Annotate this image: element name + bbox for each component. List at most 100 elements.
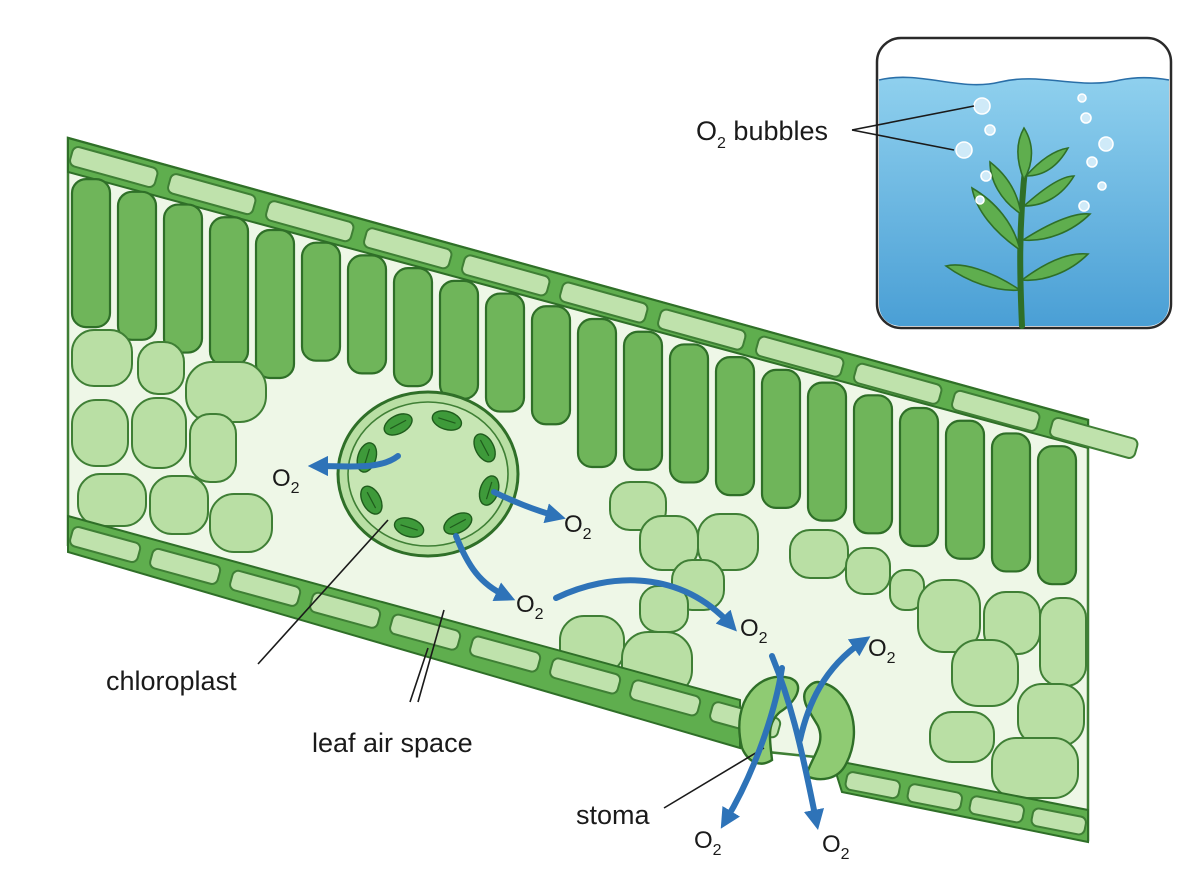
epidermis-cell	[657, 308, 747, 351]
spongy-cell	[917, 579, 981, 653]
palisade-cell	[392, 267, 434, 388]
oxygen-diffusion-arrow	[453, 533, 516, 601]
epidermis-cell	[363, 227, 453, 270]
oxygen-bubble-icon	[1086, 156, 1098, 168]
epidermis-cell	[968, 795, 1025, 824]
oxygen-diffusion-arrow	[491, 489, 566, 524]
epidermis-cell	[951, 389, 1041, 432]
spongy-cell	[697, 513, 759, 571]
oxygen-bubble-icon	[1077, 93, 1087, 103]
leaf-air-space-label: leaf air space	[312, 728, 473, 758]
palisade-cell	[806, 381, 848, 522]
epidermis-cell	[1030, 807, 1087, 836]
air-space-leader-left	[409, 647, 429, 703]
spongy-cell	[951, 639, 1019, 707]
o2-label: O2	[694, 827, 722, 859]
aquatic-plant-icon	[944, 126, 1092, 329]
guard-cell-right	[803, 680, 856, 781]
oxygen-bubble-icon	[1098, 136, 1114, 152]
palisade-cell	[576, 317, 618, 469]
chloroplast	[360, 485, 383, 515]
spongy-cell	[991, 737, 1079, 799]
chloroplast	[383, 413, 413, 436]
palisade-cell	[346, 254, 388, 375]
palisade-cell	[1036, 445, 1078, 586]
spongy-cell	[209, 493, 273, 553]
palisade-cell	[944, 419, 986, 560]
epidermis-cell	[755, 335, 845, 378]
labels: O2 bubbles O2 O2 O2 O2 O2 O2 O2 chloropl…	[106, 116, 896, 863]
palisade-cell	[300, 241, 342, 362]
oxygen-arrows	[307, 453, 871, 831]
palisade-cell	[208, 216, 250, 367]
o2-label: O2	[740, 615, 768, 647]
oxygen-diffusion-arrow	[797, 636, 871, 743]
spongy-cell	[77, 473, 147, 527]
chloroplast	[478, 475, 500, 506]
oxygen-diffusion-arrow	[307, 453, 401, 477]
epidermis-cell	[69, 526, 142, 564]
oxygen-diffusion-arrow	[720, 665, 785, 829]
oxygen-bubble-icon	[1078, 200, 1090, 212]
spongy-cell	[137, 341, 185, 395]
palisade-cell	[990, 432, 1032, 573]
spongy-cell	[929, 711, 995, 763]
epidermis-cell	[167, 173, 257, 216]
o2-label: O2	[516, 591, 544, 623]
chloroplast	[443, 512, 473, 535]
palisade-cell	[622, 330, 664, 471]
spongy-cell	[845, 547, 891, 595]
epidermis-cell	[906, 783, 963, 812]
chloroplast-label: chloroplast	[106, 666, 237, 696]
bubbles-leader-bottom	[851, 129, 955, 151]
epidermis-cell	[461, 254, 551, 297]
epidermis-cell	[844, 771, 901, 800]
upper-epidermis-cells	[69, 146, 1139, 459]
spongy-cell	[189, 413, 237, 483]
palisade-cell	[530, 305, 572, 426]
epidermis-cell	[149, 547, 222, 585]
epidermis-cell	[549, 657, 622, 695]
stoma-label: stoma	[576, 800, 651, 830]
spongy-cell	[789, 529, 849, 579]
palisade-cell	[898, 406, 940, 548]
o2-label: O2	[822, 831, 850, 863]
oxygen-diffusion-arrow	[553, 577, 737, 632]
spongy-cell	[71, 329, 133, 387]
chloroplasts	[356, 410, 500, 538]
bubbles-leader-top	[851, 105, 975, 131]
air-space-leader-right	[417, 609, 445, 703]
spongy-cell	[639, 585, 689, 633]
oxygen-diffusion-arrow	[769, 653, 825, 831]
chloroplast	[473, 433, 496, 463]
o2-label: O2	[564, 511, 592, 543]
palisade-cell	[714, 356, 756, 497]
palisade-cell	[668, 343, 710, 484]
o2-label: O2	[868, 635, 896, 667]
palisade-cell	[254, 228, 296, 380]
spongy-cell	[149, 475, 209, 535]
oxygen-bubble-icon	[984, 124, 996, 136]
palisade-cell	[852, 394, 894, 535]
oxygen-bubble-icon	[975, 195, 985, 205]
stoma-leader	[663, 747, 765, 809]
palisade-cell	[438, 279, 480, 400]
o2-bubbles-label: O2 bubbles	[696, 116, 828, 152]
palisade-cell	[484, 292, 526, 413]
epidermis-cell	[309, 591, 382, 629]
chloroplast-leader	[257, 519, 389, 665]
epidermis-cell	[853, 362, 943, 405]
spongy-cell	[71, 399, 129, 467]
aquatic-plant-inset	[875, 36, 1173, 330]
spongy-cell	[1039, 597, 1087, 687]
epidermis-cell	[1049, 416, 1139, 459]
spongy-cell	[131, 397, 187, 469]
epidermis-cell	[69, 146, 159, 189]
epidermis-cell	[629, 679, 702, 717]
epidermis-cell	[229, 569, 302, 607]
lower-epidermis-cells	[69, 526, 1087, 836]
mesophyll-cell-with-chloroplasts	[336, 390, 520, 558]
spongy-cell	[1017, 683, 1085, 747]
